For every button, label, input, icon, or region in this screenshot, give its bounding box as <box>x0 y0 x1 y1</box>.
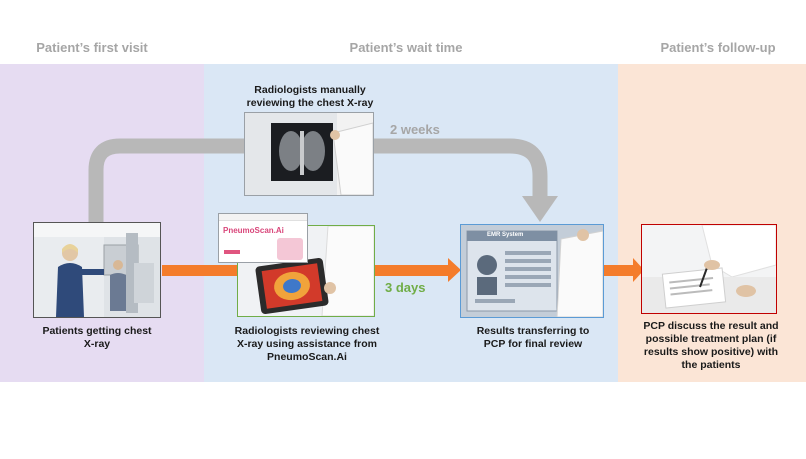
phase-title-first-visit: Patient’s first visit <box>36 40 148 55</box>
orange-arrow-2-shaft <box>375 265 449 276</box>
manual-review-photo <box>244 112 374 196</box>
app-topbar <box>219 214 307 221</box>
ai-review-photo <box>237 225 375 317</box>
pcp-discussion-photo <box>641 224 777 314</box>
caption-manual-review: Radiologists manually reviewing the ches… <box>246 84 374 109</box>
app-button <box>224 250 240 254</box>
app-name-label: PneumoScan.Ai <box>223 226 284 235</box>
app-graphic <box>277 238 303 260</box>
caption-transfer: Results transferring to PCP for final re… <box>476 325 590 350</box>
orange-arrowhead-3 <box>633 258 644 282</box>
caption-xray: Patients getting chest X-ray <box>42 325 152 350</box>
pneumoscan-app-screenshot: PneumoScan.Ai <box>218 213 308 263</box>
emr-transfer-photo: EMR System <box>460 224 604 318</box>
duration-manual: 2 weeks <box>390 122 440 137</box>
caption-ai-review: Radiologists reviewing chest X-ray using… <box>234 325 380 363</box>
duration-ai: 3 days <box>385 280 426 295</box>
phase-title-wait-time: Patient’s wait time <box>349 40 463 55</box>
orange-arrowhead-2 <box>448 258 461 282</box>
orange-arrow-3-shaft <box>604 265 634 276</box>
orange-arrow-1 <box>162 265 240 276</box>
caption-discuss: PCP discuss the result and possible trea… <box>643 320 779 371</box>
gray-arrowhead <box>522 196 558 222</box>
emr-screen-label: EMR System <box>487 232 524 238</box>
band-follow-up <box>618 64 806 382</box>
xray-room-photo <box>33 222 161 318</box>
phase-title-follow-up: Patient’s follow-up <box>660 40 776 55</box>
